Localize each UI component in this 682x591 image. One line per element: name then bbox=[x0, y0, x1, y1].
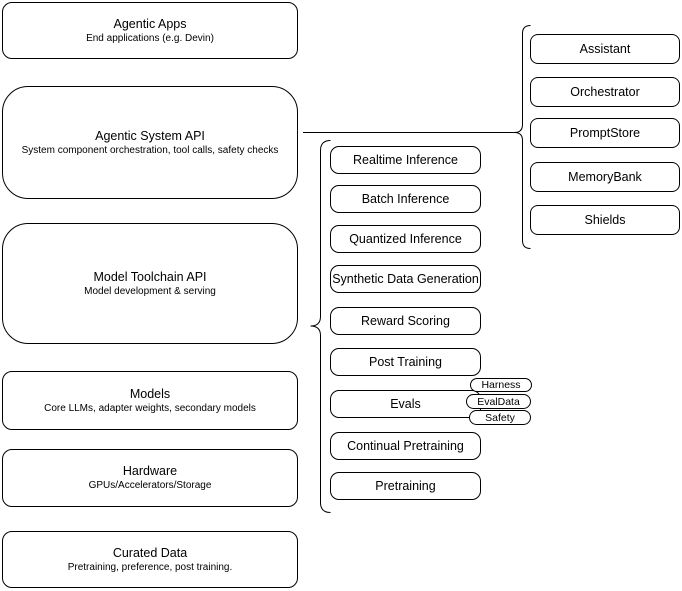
node-subtitle: Pretraining, preference, post training. bbox=[67, 561, 233, 573]
pill-evaldata: EvalData bbox=[466, 394, 531, 409]
node-subtitle: Core LLMs, adapter weights, secondary mo… bbox=[44, 402, 256, 414]
node-title: Curated Data bbox=[112, 545, 188, 560]
node-evals: Evals bbox=[330, 390, 481, 418]
node-post-training: Post Training bbox=[330, 348, 481, 376]
system-components-brace bbox=[514, 25, 531, 249]
toolchain-brace bbox=[310, 140, 331, 513]
node-shields: Shields bbox=[530, 205, 680, 235]
node-title: Model Toolchain API bbox=[93, 269, 207, 284]
node-pretraining: Pretraining bbox=[330, 472, 481, 500]
node-subtitle: End applications (e.g. Devin) bbox=[86, 32, 214, 44]
node-continual-pretraining: Continual Pretraining bbox=[330, 432, 481, 460]
node-promptstore: PromptStore bbox=[530, 118, 680, 148]
node-title: Agentic Apps bbox=[113, 16, 187, 31]
node-model-toolchain-api: Model Toolchain API Model development & … bbox=[2, 223, 298, 344]
node-quantized-inference: Quantized Inference bbox=[330, 225, 481, 253]
pill-harness: Harness bbox=[470, 378, 532, 392]
pill-safety: Safety bbox=[469, 410, 531, 425]
node-memorybank: MemoryBank bbox=[530, 162, 680, 192]
node-reward-scoring: Reward Scoring bbox=[330, 307, 481, 335]
node-assistant: Assistant bbox=[530, 34, 680, 64]
node-agentic-apps: Agentic Apps End applications (e.g. Devi… bbox=[2, 2, 298, 59]
node-title: Models bbox=[129, 386, 171, 401]
node-realtime-inference: Realtime Inference bbox=[330, 146, 481, 174]
node-orchestrator: Orchestrator bbox=[530, 77, 680, 107]
node-subtitle: Model development & serving bbox=[84, 285, 216, 297]
node-subtitle: GPUs/Accelerators/Storage bbox=[88, 480, 212, 491]
node-agentic-system-api: Agentic System API System component orch… bbox=[2, 86, 298, 199]
node-subtitle: System component orchestration, tool cal… bbox=[21, 144, 279, 156]
node-hardware: Hardware GPUs/Accelerators/Storage bbox=[2, 449, 298, 507]
node-synthetic-data-generation: Synthetic Data Generation bbox=[330, 265, 481, 293]
node-models: Models Core LLMs, adapter weights, secon… bbox=[2, 371, 298, 430]
node-title: Hardware bbox=[122, 464, 178, 478]
node-curated-data: Curated Data Pretraining, preference, po… bbox=[2, 531, 298, 588]
node-batch-inference: Batch Inference bbox=[330, 185, 481, 213]
node-title: Agentic System API bbox=[95, 128, 205, 143]
